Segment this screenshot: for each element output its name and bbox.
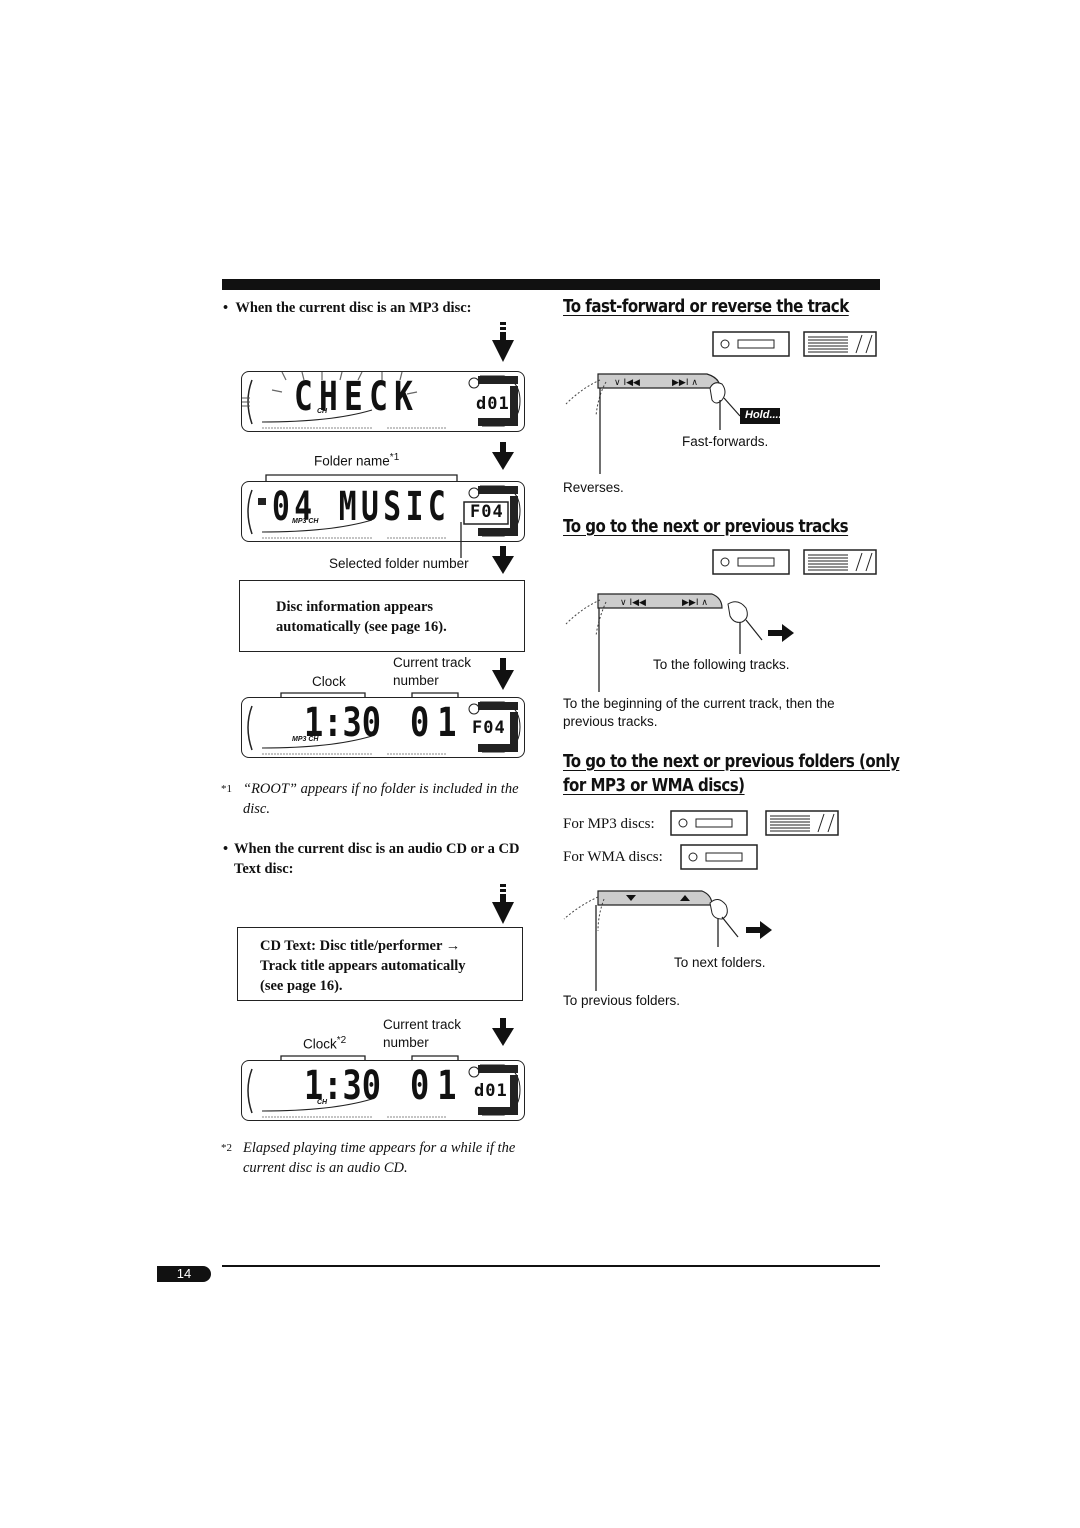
svg-text:∨ I◀◀: ∨ I◀◀ (620, 598, 646, 608)
previous-folders-label: To previous folders. (563, 993, 681, 1008)
selected-folder-leader-line (460, 522, 462, 558)
lcd4-track: 01 (410, 1063, 465, 1109)
lcd1-main-text: CHECK (294, 374, 420, 420)
lcd-display-music: 04 MUSIC F04 MP3 CH (241, 481, 525, 542)
heading-next-previous-tracks: To go to the next or previous tracks (563, 517, 849, 537)
lcd3-sub-text: F04 (472, 718, 506, 738)
cd-text-box: CD Text: Disc title/performer → Track ti… (237, 927, 523, 1001)
lcd2-mp3-badge: MP3 CH (292, 518, 319, 525)
page-number: 14 (157, 1266, 211, 1282)
lcd3-mp3-badge: MP3 CH (292, 736, 319, 743)
lcd2-sub-text: F04 (470, 502, 504, 522)
control-buttons-2 (712, 549, 877, 575)
skip-rocker-tap: ∨ I◀◀ ▶▶I ∧ (565, 593, 794, 692)
clock-2-label: Clock*2 (303, 1035, 347, 1052)
down-arrow-icon (492, 884, 514, 924)
down-arrow-icon (492, 322, 514, 362)
hold-label: Hold.... (745, 409, 782, 421)
folder-rocker (563, 890, 772, 991)
lcd4-ch-badge: CH (317, 1099, 328, 1106)
footnote-1: *1 “ROOT” appears if no folder is includ… (221, 781, 519, 817)
bottom-rule (222, 1265, 880, 1267)
lcd4-sub-text: d01 (474, 1081, 508, 1101)
mp3-bullet: • When the current disc is an MP3 disc: (223, 300, 472, 316)
lcd-display-clock-mp3: 1:30 01 F04 MP3 CH (241, 697, 525, 758)
down-arrow-icon (492, 442, 514, 470)
fast-forwards-label: Fast-forwards. (682, 434, 769, 449)
skip-rocker-hold: ∨ I◀◀ ▶▶I ∧ (565, 373, 780, 474)
following-tracks-label: To the following tracks. (653, 657, 790, 672)
lcd-display-clock-cd: 1:30 01 d01 CH (241, 1060, 525, 1121)
lcd1-sub-text: d01 (476, 394, 510, 414)
footnote-2: *2 Elapsed playing time appears for a wh… (221, 1140, 516, 1176)
down-arrow-icon (492, 546, 514, 574)
control-button-wma (680, 844, 758, 870)
down-arrow-icon (492, 658, 514, 690)
lcd3-track: 01 (410, 700, 465, 746)
heading-next-previous-folders: To go to the next or previous folders (o… (563, 752, 900, 796)
next-folders-label: To next folders. (674, 955, 766, 970)
lcd-display-check: CHECK d01 CH (241, 371, 525, 432)
folder-name-label: Folder name*1 (314, 452, 400, 469)
for-mp3-label: For MP3 discs: (563, 816, 655, 832)
svg-text:∨ I◀◀: ∨ I◀◀ (614, 378, 640, 388)
svg-text:▶▶I ∧: ▶▶I ∧ (682, 598, 708, 608)
folder-name-bracket (265, 474, 458, 485)
control-buttons-1 (712, 331, 877, 357)
for-wma-label: For WMA discs: (563, 849, 663, 865)
disc-info-box: Disc information appears automatically (… (239, 580, 525, 652)
lcd4-time: 1:30 (304, 1063, 382, 1109)
control-buttons-mp3 (670, 810, 839, 836)
cd-text-box-text: CD Text: Disc title/performer → Track ti… (260, 938, 466, 994)
svg-text:▶▶I ∧: ▶▶I ∧ (672, 378, 698, 388)
selected-folder-label: Selected folder number (329, 556, 469, 571)
cd-bullet: • When the current disc is an audio CD o… (223, 841, 520, 877)
lcd3-time: 1:30 (304, 700, 382, 746)
down-arrow-icon (492, 1018, 514, 1046)
beginning-tracks-label: To the beginning of the current track, t… (563, 696, 835, 729)
top-rule (222, 279, 880, 290)
lcd1-ch-badge: CH (317, 408, 328, 415)
heading-fast-forward: To fast-forward or reverse the track (563, 297, 849, 317)
lcd2-main-text: 04 MUSIC (272, 484, 451, 530)
disc-info-text: Disc information appears automatically (… (276, 599, 447, 635)
reverses-label: Reverses. (563, 480, 624, 495)
clock-label: Clock (312, 674, 346, 689)
